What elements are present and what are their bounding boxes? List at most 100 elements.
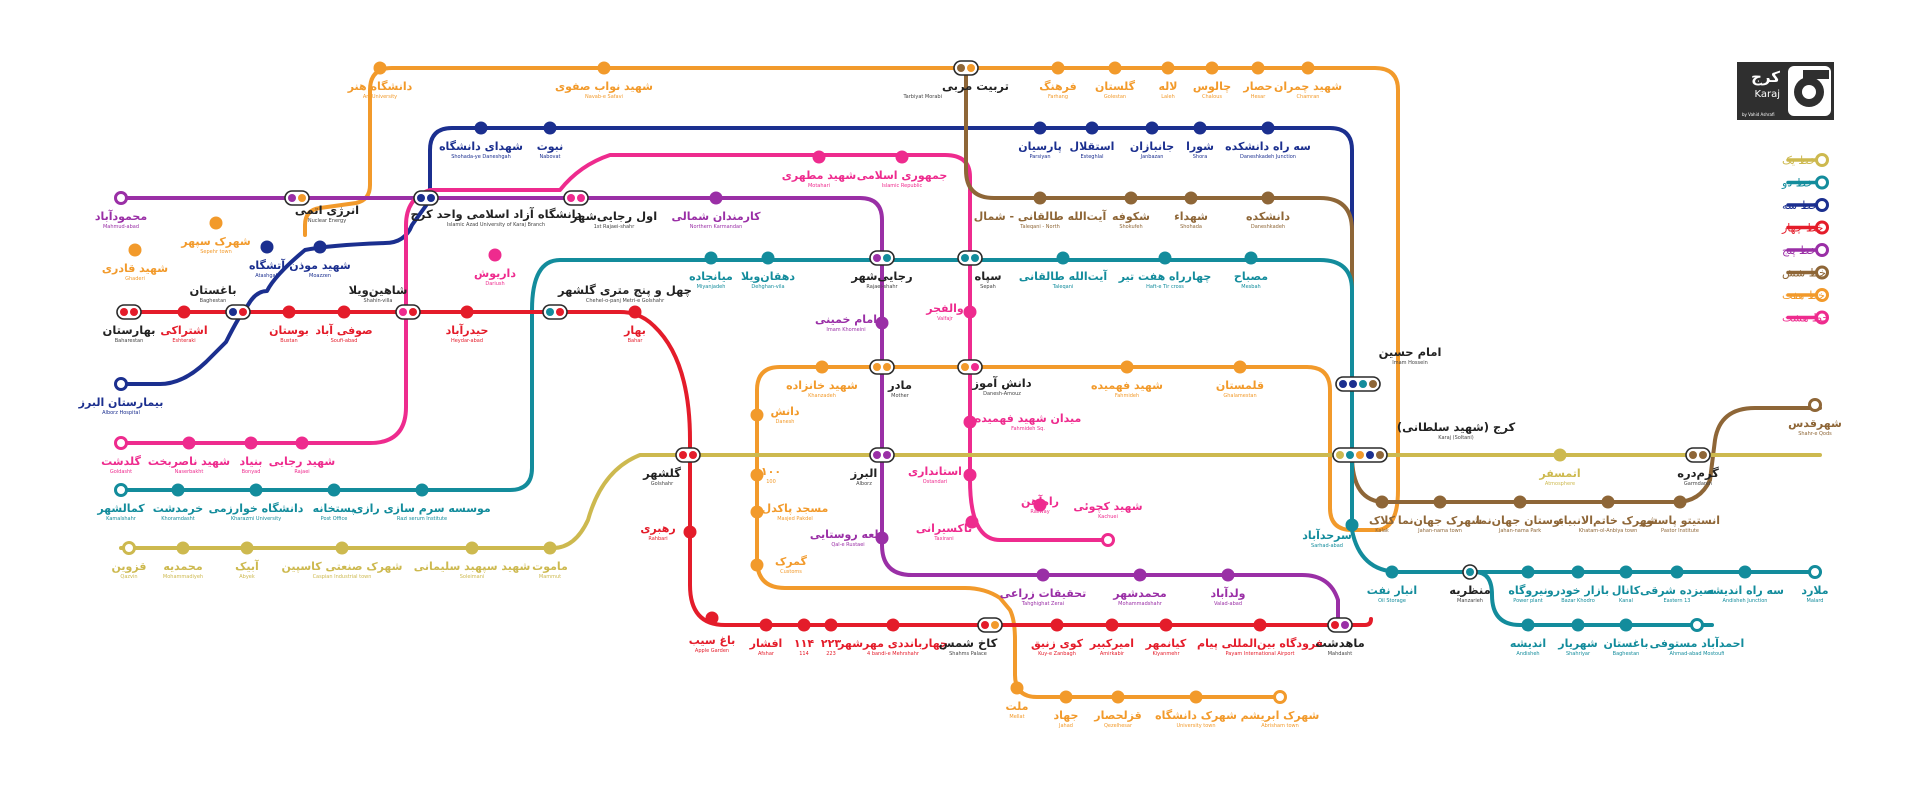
station-heydarabad[interactable] bbox=[460, 305, 474, 319]
station-golshahr[interactable] bbox=[675, 447, 701, 463]
station-sepah[interactable] bbox=[957, 250, 983, 266]
station-farhang[interactable] bbox=[1051, 61, 1065, 75]
station-afshar[interactable] bbox=[759, 618, 773, 632]
station-mellat[interactable] bbox=[1010, 681, 1024, 695]
station-parsian[interactable] bbox=[1033, 121, 1047, 135]
station-caspian[interactable] bbox=[335, 541, 349, 555]
station-nobout[interactable] bbox=[543, 121, 557, 135]
station-sarhadabad[interactable] bbox=[1345, 518, 1359, 532]
station-andisheh[interactable] bbox=[1521, 618, 1535, 632]
station-valadabad[interactable] bbox=[1221, 568, 1235, 582]
station-mahmoudabad[interactable] bbox=[114, 191, 128, 205]
station-taleghani[interactable] bbox=[1056, 251, 1070, 265]
station-atmosphere[interactable] bbox=[1553, 448, 1567, 462]
station-tarbiat[interactable] bbox=[953, 60, 979, 76]
station-masjed[interactable] bbox=[750, 505, 764, 519]
station-chamran[interactable] bbox=[1301, 61, 1315, 75]
station-laleh[interactable] bbox=[1161, 61, 1175, 75]
station-kalak[interactable] bbox=[1375, 495, 1389, 509]
station-shahreqods[interactable] bbox=[1808, 398, 1822, 412]
station-mahdasht[interactable] bbox=[1327, 617, 1353, 633]
station-jahad[interactable] bbox=[1059, 690, 1073, 704]
station-payam[interactable] bbox=[1253, 618, 1267, 632]
station-khomeini[interactable] bbox=[875, 316, 889, 330]
station-jomhouri[interactable] bbox=[895, 150, 909, 164]
station-khanzadeh[interactable] bbox=[815, 360, 829, 374]
station-ostandari[interactable] bbox=[963, 468, 977, 482]
station-taxirani[interactable] bbox=[965, 515, 979, 529]
station-s100[interactable] bbox=[750, 468, 764, 482]
station-alborz[interactable] bbox=[869, 447, 895, 463]
station-daneshamouz[interactable] bbox=[957, 359, 983, 375]
station-kachouei[interactable] bbox=[1101, 533, 1115, 547]
station-parkjahannama[interactable] bbox=[1513, 495, 1527, 509]
station-chalous[interactable] bbox=[1205, 61, 1219, 75]
station-shahriar[interactable] bbox=[1571, 618, 1585, 632]
station-kharazmi[interactable] bbox=[249, 483, 263, 497]
station-postkhaneh[interactable] bbox=[327, 483, 341, 497]
station-shohada[interactable] bbox=[1184, 191, 1198, 205]
station-s114[interactable] bbox=[797, 618, 811, 632]
station-mostoufi[interactable] bbox=[1690, 618, 1704, 632]
station-soleimani[interactable] bbox=[465, 541, 479, 555]
station-moazen[interactable] bbox=[313, 240, 327, 254]
station-kamalshahr[interactable] bbox=[114, 483, 128, 497]
station-ghaleh[interactable] bbox=[875, 531, 889, 545]
station-mehrshahr[interactable] bbox=[886, 618, 900, 632]
station-pasteur[interactable] bbox=[1673, 495, 1687, 509]
station-daneshgahtown[interactable] bbox=[1189, 690, 1203, 704]
station-shokoufeh[interactable] bbox=[1124, 191, 1138, 205]
station-ghezelhesar[interactable] bbox=[1111, 690, 1125, 704]
station-tahghighat[interactable] bbox=[1036, 568, 1050, 582]
station-taleghani_n[interactable] bbox=[1033, 191, 1047, 205]
station-imamhossein[interactable] bbox=[1335, 376, 1381, 392]
station-kakhshams[interactable] bbox=[977, 617, 1003, 633]
station-shohada_d[interactable] bbox=[474, 121, 488, 135]
station-baghestan[interactable] bbox=[225, 304, 251, 320]
station-hesar[interactable] bbox=[1251, 61, 1265, 75]
station-serahandisheh[interactable] bbox=[1738, 565, 1752, 579]
station-garmdareh[interactable] bbox=[1685, 447, 1711, 463]
station-baghsib[interactable] bbox=[705, 611, 719, 625]
station-chaharsad[interactable] bbox=[542, 304, 568, 320]
station-s223[interactable] bbox=[824, 618, 838, 632]
station-danesh[interactable] bbox=[750, 408, 764, 422]
station-khorramdasht[interactable] bbox=[171, 483, 185, 497]
station-gomrok[interactable] bbox=[750, 558, 764, 572]
station-razi[interactable] bbox=[415, 483, 429, 497]
station-serahdaneshkadeh[interactable] bbox=[1261, 121, 1275, 135]
station-avval[interactable] bbox=[563, 190, 589, 206]
station-bonyad[interactable] bbox=[244, 436, 258, 450]
station-rahbari[interactable] bbox=[683, 525, 697, 539]
station-ghadiri[interactable] bbox=[128, 243, 142, 257]
station-karmandan[interactable] bbox=[709, 191, 723, 205]
station-sizdahsharghi[interactable] bbox=[1670, 565, 1684, 579]
station-khatam[interactable] bbox=[1601, 495, 1615, 509]
station-mesbah[interactable] bbox=[1244, 251, 1258, 265]
station-janbazan[interactable] bbox=[1145, 121, 1159, 135]
station-daneshkadeh[interactable] bbox=[1261, 191, 1275, 205]
station-dehghanvila[interactable] bbox=[761, 251, 775, 265]
station-kouyezanbagh[interactable] bbox=[1050, 618, 1064, 632]
station-soufiabad[interactable] bbox=[337, 305, 351, 319]
station-ghalamestan[interactable] bbox=[1233, 360, 1247, 374]
station-anbarnaft[interactable] bbox=[1385, 565, 1399, 579]
station-fahmidehsq[interactable] bbox=[963, 415, 977, 429]
station-kianmehr[interactable] bbox=[1159, 618, 1173, 632]
station-daryoush[interactable] bbox=[488, 248, 502, 262]
station-golestan[interactable] bbox=[1108, 61, 1122, 75]
station-manzarieh[interactable] bbox=[1462, 564, 1478, 580]
station-qazvin[interactable] bbox=[122, 541, 136, 555]
station-shahinvila[interactable] bbox=[395, 304, 421, 320]
station-atashgah[interactable] bbox=[260, 240, 274, 254]
station-azad[interactable] bbox=[413, 190, 439, 206]
station-baghestan2[interactable] bbox=[1619, 618, 1633, 632]
station-rahahan[interactable] bbox=[1033, 498, 1047, 512]
station-rajaeishahr[interactable] bbox=[869, 250, 895, 266]
station-niroogah[interactable] bbox=[1521, 565, 1535, 579]
station-fahmideh[interactable] bbox=[1120, 360, 1134, 374]
station-bahar[interactable] bbox=[628, 305, 642, 319]
station-shora[interactable] bbox=[1193, 121, 1207, 135]
station-naserbakht[interactable] bbox=[182, 436, 196, 450]
station-jahannama[interactable] bbox=[1433, 495, 1447, 509]
